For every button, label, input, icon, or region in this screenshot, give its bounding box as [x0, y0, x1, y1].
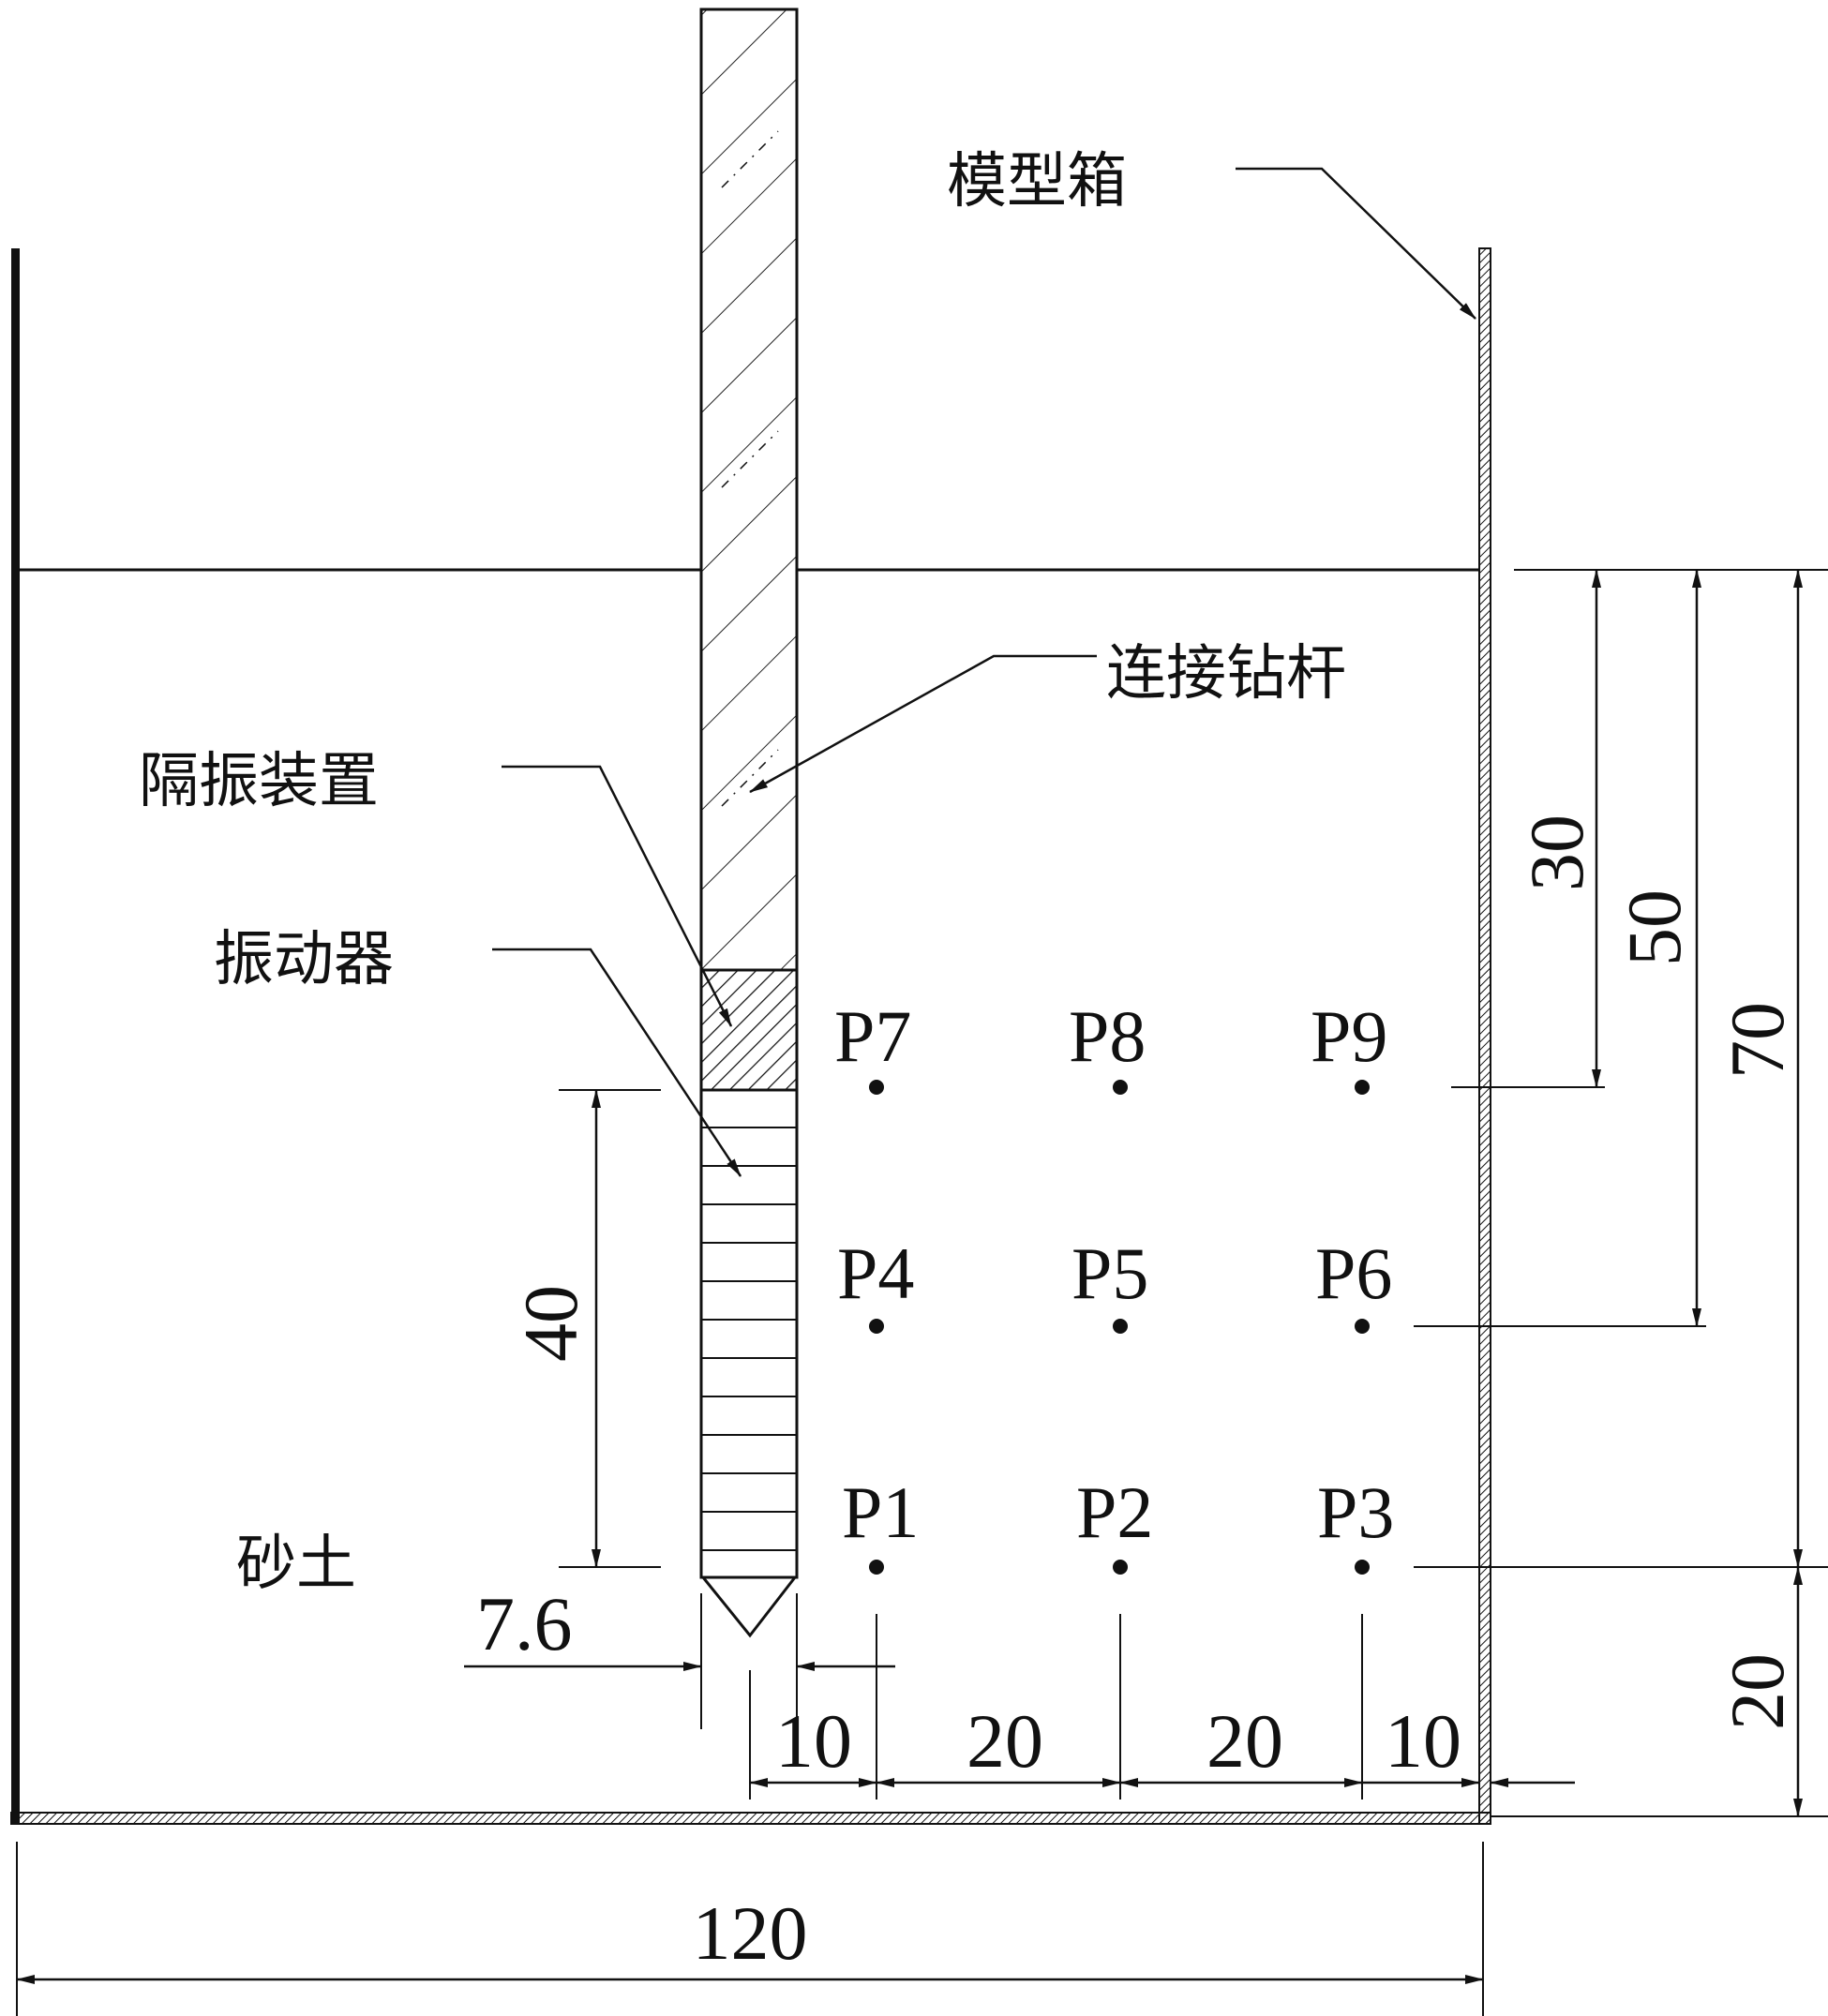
svg-text:40: 40 [508, 1285, 593, 1362]
dim-10-left: 10 [749, 1698, 877, 1787]
label-drill-rod: 连接钻杆 [1106, 639, 1346, 709]
svg-text:P2: P2 [1076, 1471, 1153, 1553]
svg-text:P1: P1 [842, 1471, 919, 1553]
leader-drill-rod [749, 654, 1097, 794]
point-P5: P5 [1071, 1232, 1148, 1334]
svg-text:10: 10 [1385, 1698, 1461, 1784]
svg-text:70: 70 [1715, 1002, 1800, 1079]
dim-30: 30 [1514, 569, 1601, 1088]
point-P6: P6 [1315, 1232, 1392, 1334]
measure-points: P7 P8 P9 P4 P5 P6 P1 P2 P3 [834, 995, 1394, 1575]
point-P9: P9 [1311, 995, 1387, 1095]
svg-text:P8: P8 [1069, 995, 1146, 1077]
leader-isolator [502, 765, 733, 1027]
dim-40: 40 [508, 1089, 661, 1568]
point-P2: P2 [1076, 1471, 1153, 1575]
point-P8: P8 [1069, 995, 1146, 1095]
depth-dimensions: 30 50 70 20 [1414, 569, 1828, 1817]
svg-text:10: 10 [775, 1698, 852, 1784]
svg-text:P3: P3 [1317, 1471, 1394, 1553]
svg-text:P6: P6 [1315, 1232, 1392, 1314]
svg-text:20: 20 [1206, 1698, 1283, 1784]
dim-50: 50 [1611, 569, 1701, 1327]
box-bottom-wall [10, 1812, 1491, 1825]
box-right-wall [1478, 247, 1491, 1825]
vibrator [699, 1088, 799, 1638]
svg-text:120: 120 [693, 1890, 808, 1976]
label-vibrator: 振动器 [214, 925, 394, 994]
vibrator-tip [701, 1576, 797, 1638]
label-isolator: 隔振装置 [139, 747, 379, 816]
dim-120: 120 [16, 1842, 1484, 2016]
model-box [10, 247, 1491, 1825]
svg-text:30: 30 [1514, 814, 1599, 891]
svg-text:P5: P5 [1071, 1232, 1148, 1314]
point-P3: P3 [1317, 1471, 1394, 1575]
svg-text:20: 20 [1715, 1653, 1800, 1730]
svg-text:P9: P9 [1311, 995, 1387, 1077]
dim-7-6: 7.6 [464, 1581, 895, 1729]
svg-text:50: 50 [1611, 889, 1697, 966]
svg-text:P4: P4 [837, 1232, 914, 1314]
drill-rod [699, 7, 799, 972]
dim-20-vertical: 20 [1715, 1566, 1803, 1817]
dim-20-first: 20 [876, 1698, 1121, 1787]
leader-vibrator [492, 948, 742, 1177]
point-P4: P4 [837, 1232, 914, 1334]
vibrator-stripes [701, 1127, 797, 1551]
svg-text:P7: P7 [834, 995, 911, 1077]
svg-text:20: 20 [966, 1698, 1043, 1784]
dim-20-second: 20 [1119, 1698, 1363, 1787]
leader-model-box [1236, 167, 1476, 320]
spacing-dimensions: 10 20 20 10 [749, 1614, 1575, 1799]
dim-10-right: 10 [1362, 1698, 1575, 1787]
point-P7: P7 [834, 995, 911, 1095]
labels: 模型箱 连接钻杆 隔振装置 振动器 砂土 [139, 147, 1346, 1599]
dim-70: 70 [1715, 569, 1803, 1568]
label-model-box: 模型箱 [947, 147, 1127, 217]
svg-text:7.6: 7.6 [476, 1581, 573, 1666]
label-sand: 砂土 [236, 1530, 356, 1599]
leader-lines [492, 167, 1476, 1177]
box-left-wall [11, 248, 20, 1823]
point-P1: P1 [842, 1471, 919, 1575]
isolation-device [699, 968, 799, 1092]
